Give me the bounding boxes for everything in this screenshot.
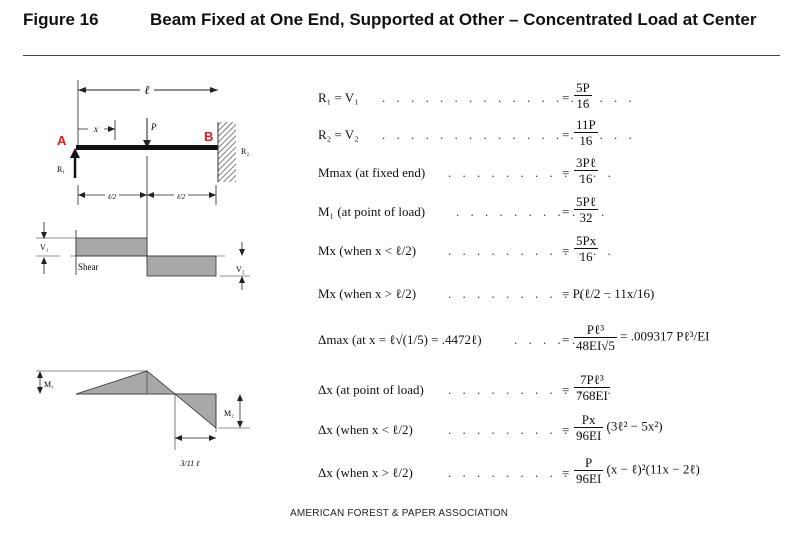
formula-row: Δx (when x > ℓ/2) . . . . . . . . . . . … — [318, 455, 700, 486]
formula-lhs: Δx (at point of load) — [318, 382, 424, 397]
formula-lhs: M₁ (at point of load) — [318, 204, 426, 219]
half-span-label-left: ℓ/2 — [107, 193, 117, 201]
beam-diagram: ℓ x P A B R₂ R₁ ℓ/2 ℓ/2 Shear V₁ — [36, 80, 250, 468]
m2-label: M₂ — [224, 409, 234, 418]
formula-lhs: R₁ = V₁ — [318, 90, 359, 105]
load-label: P — [150, 122, 157, 132]
formula-row: R₁ = V₁ . . . . . . . . . . . . . . . . … — [318, 80, 636, 111]
support-b-label: B — [204, 129, 213, 144]
formula-row: R₂ = V₂ . . . . . . . . . . . . . . . . … — [318, 117, 636, 148]
support-a-label: A — [57, 133, 67, 148]
figure-title: Beam Fixed at One End, Supported at Othe… — [150, 10, 757, 29]
figure-number: Figure 16 — [23, 10, 99, 29]
formula-row: Δx (at point of load) . . . . . . . . . … — [318, 372, 615, 403]
r2-label: R₂ — [241, 147, 249, 156]
formula-lhs: Δmax (at x = ℓ√(1/5) = .4472ℓ) — [318, 332, 482, 347]
formula-lhs: Mx (when x > ℓ/2) — [318, 286, 417, 301]
beam — [76, 145, 218, 150]
formula-lhs: Δx (when x < ℓ/2) — [318, 422, 413, 437]
formula-row: Mmax (at fixed end) . . . . . . . . . . … — [318, 155, 615, 186]
formula-row: Δx (when x < ℓ/2) . . . . . . . . . . . … — [318, 412, 663, 443]
v2-label: V₂ — [236, 265, 245, 274]
half-span-label-right: ℓ/2 — [176, 193, 186, 201]
formula-row: Δmax (at x = ℓ√(1/5) = .4472ℓ) . . . . .… — [318, 322, 710, 353]
shear-label: Shear — [78, 262, 99, 272]
header-rule — [23, 55, 780, 56]
footer-publisher: AMERICAN FOREST & PAPER ASSOCIATION — [290, 508, 509, 519]
x-label: x — [93, 124, 98, 134]
r1-label: R₁ — [57, 165, 65, 174]
formula-row: Mx (when x < ℓ/2) . . . . . . . . . . . … — [318, 233, 615, 264]
point-label: 3/11 ℓ — [180, 459, 201, 468]
formula-lhs: Mmax (at fixed end) — [318, 165, 426, 180]
figure-header: Figure 16 Beam Fixed at One End, Support… — [0, 0, 800, 60]
formula-lhs: R₂ = V₂ — [318, 127, 359, 142]
m1-label: M₁ — [44, 380, 54, 389]
moment-positive — [75, 370, 177, 395]
fixed-wall — [218, 122, 236, 182]
formula-row: M₁ (at point of load) . . . . . . . . . … — [318, 194, 609, 225]
formula-row: Mx (when x > ℓ/2) . . . . . . . . . . . … — [318, 286, 655, 301]
v1-label: V₁ — [40, 243, 49, 252]
length-label: ℓ — [145, 83, 150, 97]
formula-lhs: Mx (when x < ℓ/2) — [318, 243, 417, 258]
formula-lhs: Δx (when x > ℓ/2) — [318, 465, 413, 480]
